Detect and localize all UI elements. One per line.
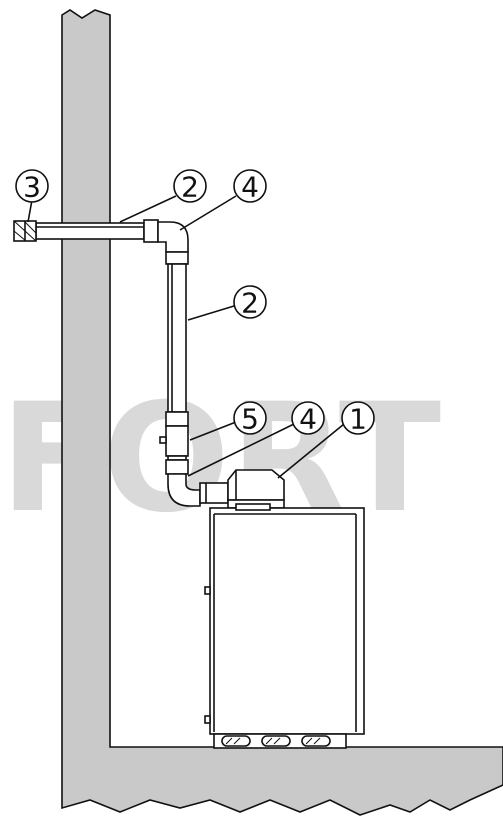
leader-lines [27,195,345,479]
callout-3-label: 3 [23,171,41,204]
callout-2-horizontal: 2 [173,169,207,204]
flue-adapter [227,469,285,509]
wall-and-floor [61,9,503,816]
coupling [159,411,189,475]
upper-elbow [143,219,189,265]
callout-4-lower: 4 [291,401,325,436]
callout-3: 3 [15,169,49,204]
callout-2-vertical: 2 [233,285,267,320]
callout-4-upper-label: 4 [241,171,259,204]
callout-1: 1 [341,401,375,436]
callout-2-vertical-label: 2 [241,287,259,320]
callout-2-horizontal-label: 2 [181,171,199,204]
callout-4-lower-label: 4 [299,403,317,436]
horizontal-flue-pipe [35,222,145,240]
boiler-unit [204,503,365,749]
vertical-flue-pipe [167,263,187,413]
callout-4-upper: 4 [233,169,267,204]
callout-5: 5 [233,401,267,436]
flue-terminal [13,220,37,242]
callout-1-label: 1 [349,403,367,436]
callout-5-label: 5 [241,403,259,436]
